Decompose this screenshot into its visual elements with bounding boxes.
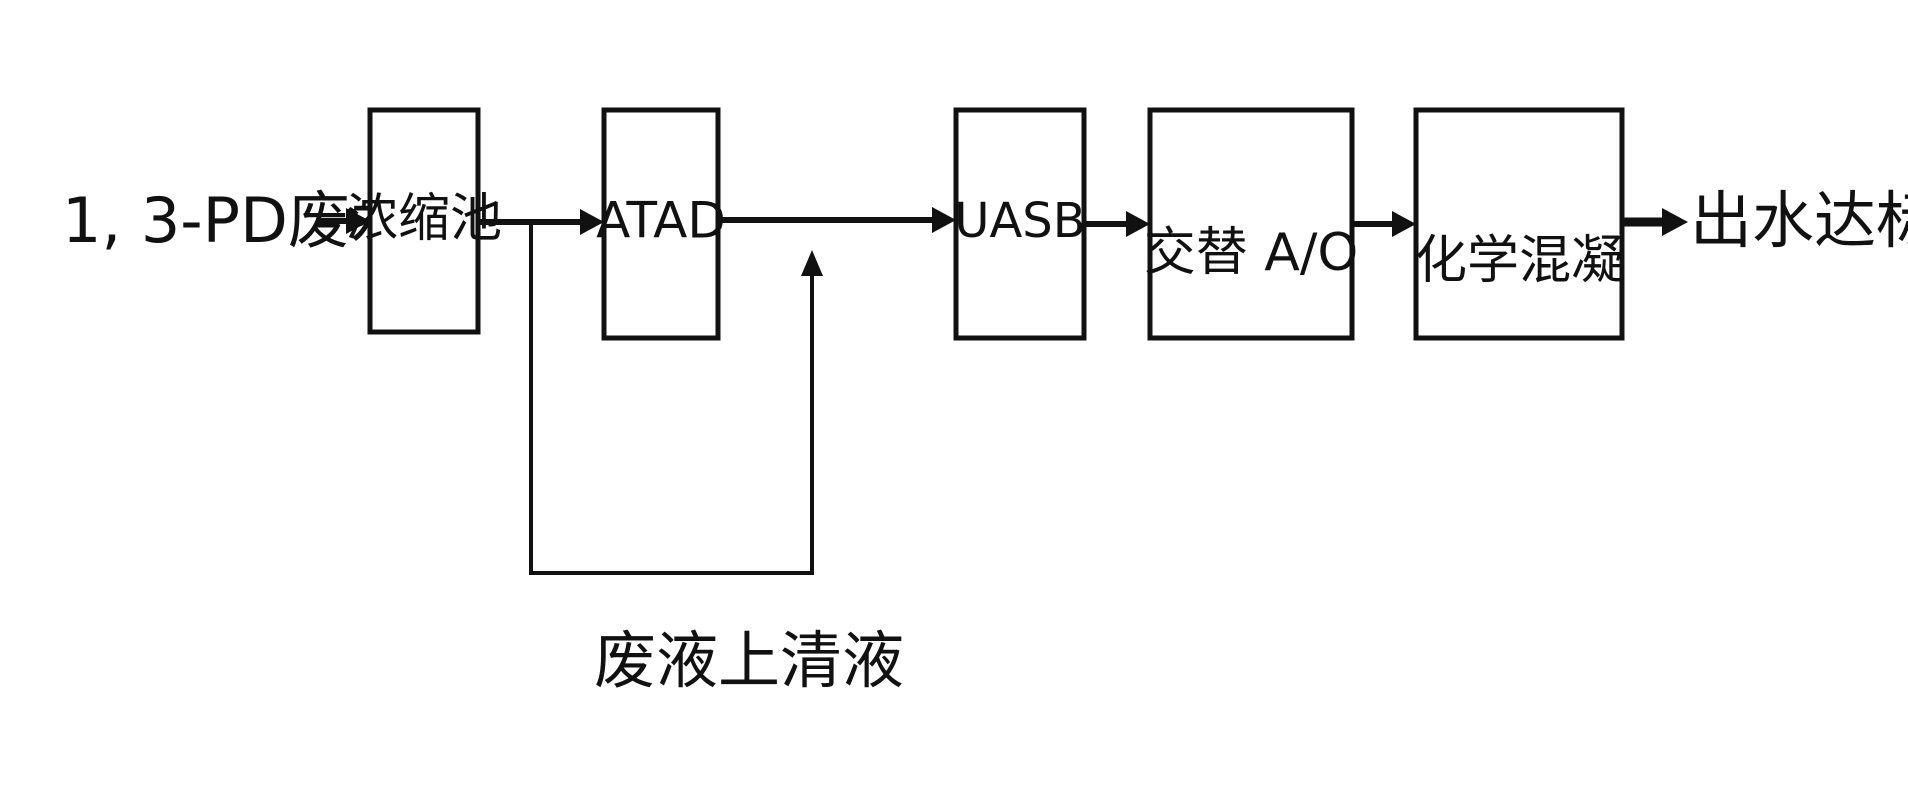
step-label-thickener: 浓缩池 (346, 189, 502, 249)
step-box-uasb (953, 107, 1087, 341)
step-label-atad: ATAD (596, 192, 726, 250)
step-box-coagulation (1413, 107, 1625, 341)
atad-to-uasb-arrowhead (932, 207, 956, 233)
step-label-ao: 交替 A/O (1144, 223, 1359, 283)
uasb-to-ao-arrowhead (1126, 211, 1150, 237)
step-label-coagulation: 化学混凝 (1415, 231, 1623, 291)
ao-to-coagulation-arrowhead (1392, 211, 1416, 237)
return-loop-arrowhead (801, 250, 823, 276)
return-loop-line (529, 222, 814, 575)
thickener-to-atad-arrowhead (580, 209, 604, 235)
output-arrowhead (1662, 208, 1688, 236)
step-box-atad (601, 107, 721, 341)
step-label-uasb: UASB (954, 193, 1085, 249)
return-label: 废液上清液 (594, 624, 904, 697)
output-label: 出水达标 (1690, 184, 1908, 257)
input-arrowhead (346, 208, 370, 234)
